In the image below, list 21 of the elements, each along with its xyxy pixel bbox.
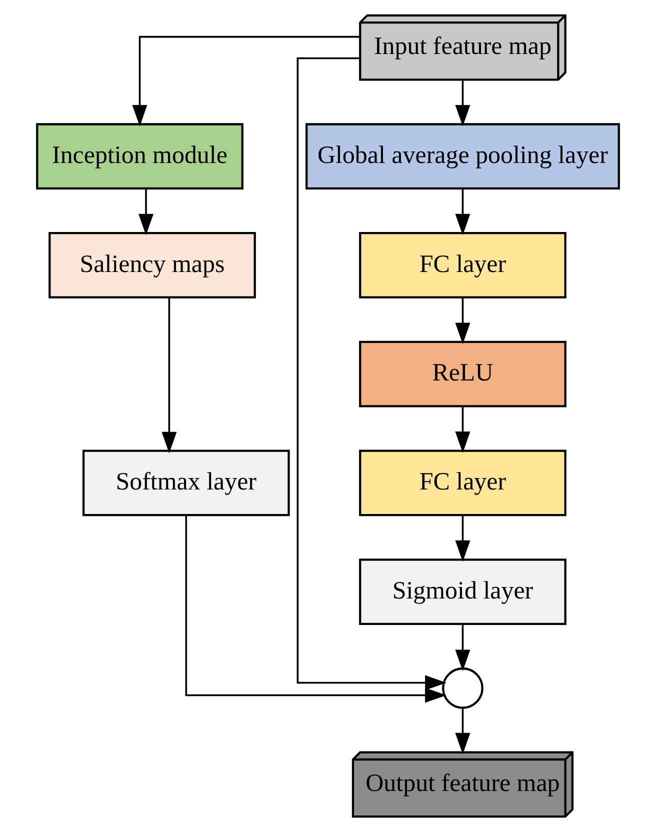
node-box: FC layer [359, 232, 566, 298]
node-box: FC layer [359, 450, 566, 516]
node-box: Global average pooling layer [306, 123, 620, 190]
arrow [455, 708, 470, 754]
arrow [455, 189, 470, 236]
arrow [162, 297, 177, 454]
node-box: Inception module [36, 123, 244, 190]
arrow [455, 406, 470, 453]
arrow [455, 624, 470, 672]
arrow [455, 516, 470, 562]
arrow [185, 515, 446, 703]
arrow [455, 80, 470, 126]
arrow [132, 36, 360, 126]
node-box: Softmax layer [82, 450, 290, 516]
node-circle [442, 667, 484, 709]
node-box: Sigmoid layer [359, 558, 566, 625]
arrow [296, 57, 446, 690]
arrow [138, 189, 154, 236]
node-box: Saliency maps [48, 232, 256, 298]
node-box: ReLU [359, 340, 566, 408]
arrow [455, 298, 470, 344]
